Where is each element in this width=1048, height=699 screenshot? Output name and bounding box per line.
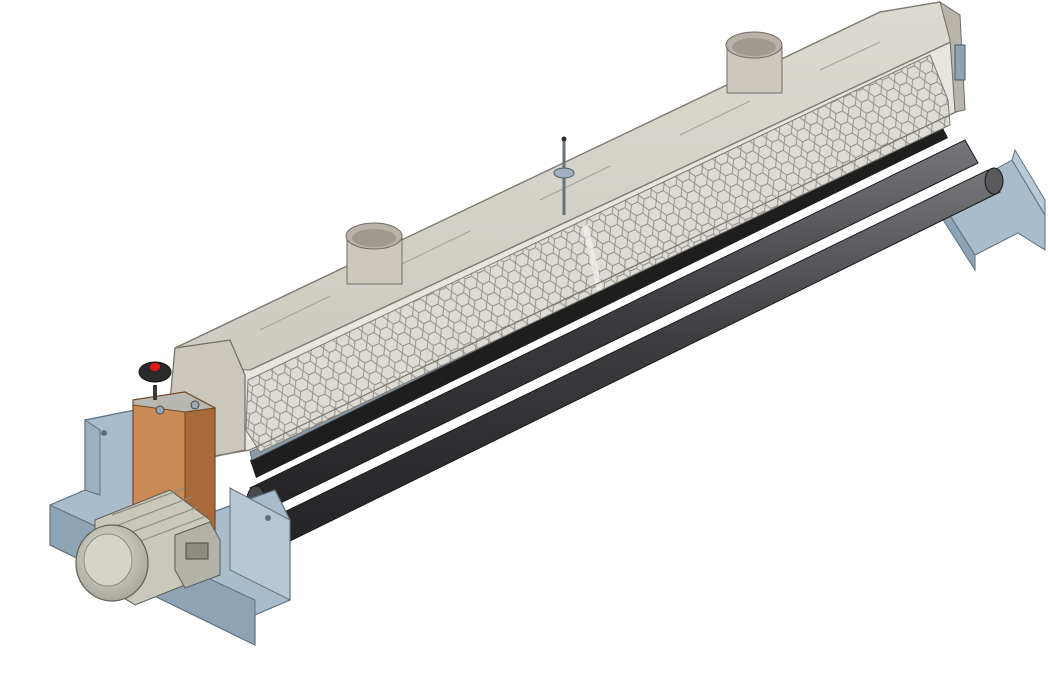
hood-slots bbox=[259, 41, 881, 331]
exhaust-port-right bbox=[725, 31, 783, 94]
drive-motor bbox=[75, 487, 221, 606]
control-knob-icon[interactable] bbox=[138, 361, 172, 400]
hood-right-end bbox=[939, 0, 966, 113]
right-end-bracket bbox=[939, 148, 1046, 272]
mesh-drum bbox=[245, 54, 951, 453]
exhaust-port-left bbox=[345, 222, 403, 285]
center-probe bbox=[553, 136, 575, 215]
